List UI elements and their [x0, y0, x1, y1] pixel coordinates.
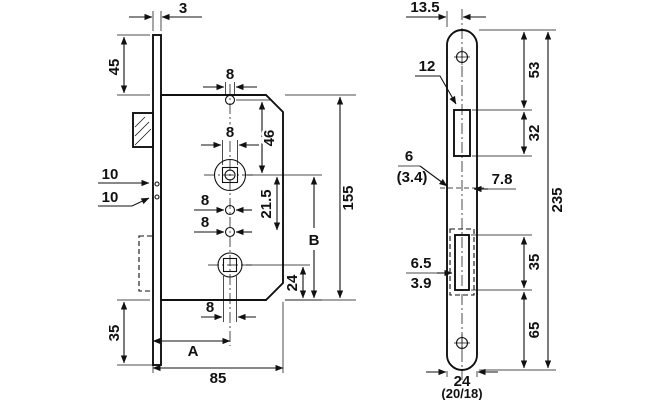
dim-chain-right: 53 32 35 65 — [471, 29, 556, 371]
fixing-hole-mid — [224, 204, 236, 216]
faceplate-hole-upper — [154, 181, 160, 187]
fixing-hole-low — [224, 226, 236, 238]
dim-12: 12 — [415, 58, 457, 105]
dim-label-46: 46 — [261, 130, 278, 147]
dim-label-35-right: 35 — [526, 254, 543, 271]
dim-85: 85 — [152, 302, 284, 387]
dim-10-lower: 10 — [98, 189, 150, 207]
dim-6-5-3-9: 6.5 3.9 — [406, 255, 453, 292]
deadbolt-cutout — [454, 234, 470, 291]
dim-label-85: 85 — [210, 370, 227, 387]
dim-8-top-hole: 8 — [203, 66, 257, 94]
dim-235: 235 — [544, 31, 569, 369]
case-outline-dashed — [449, 228, 475, 296]
dim-faceplate-thickness: 3 — [129, 0, 202, 31]
dim-label-10-upper: 10 — [102, 166, 119, 183]
fixing-hole-top — [224, 94, 236, 106]
dim-45: 45 — [106, 34, 150, 96]
key-square — [222, 257, 238, 273]
dim-label-20-18: (20/18) — [441, 386, 482, 400]
dim-A: A — [152, 337, 231, 360]
dim-8-hole-low: 8 — [194, 214, 252, 236]
latch-hatch — [134, 116, 152, 146]
dim-155: 155 — [285, 94, 360, 301]
dim-8-hole-mid: 8 — [194, 192, 252, 214]
dim-24-left: 24 — [242, 264, 310, 299]
dim-label-B: B — [309, 232, 320, 249]
dim-B: B — [247, 174, 323, 301]
spindle-center — [224, 169, 236, 181]
dim-10-upper: 10 — [98, 166, 150, 187]
dim-label-235: 235 — [549, 187, 566, 212]
dim-24-right: 24 (20/18) — [426, 368, 498, 400]
dim-label-3-4: (3.4) — [397, 169, 428, 186]
dim-label-6: 6 — [405, 148, 413, 165]
latch-bolt — [132, 112, 154, 148]
dim-label-3-9: 3.9 — [411, 275, 432, 292]
dim-label-65: 65 — [526, 322, 543, 339]
dim-label-12: 12 — [419, 58, 436, 75]
dim-label-8-top: 8 — [226, 66, 234, 83]
dim-label-32: 32 — [526, 125, 543, 142]
dim-label-10-lower: 10 — [102, 189, 119, 206]
deadbolt-dashed — [138, 235, 154, 292]
spindle-follower — [213, 158, 247, 192]
dim-8-bottom-square: 8 — [201, 276, 256, 322]
dim-label-53: 53 — [526, 62, 543, 79]
dim-6-3-4: 6 (3.4) — [397, 148, 448, 187]
dim-label-21-5: 21.5 — [258, 189, 275, 218]
dim-46: 46 — [236, 99, 281, 174]
faceplate-front — [446, 29, 478, 371]
dim-35-left: 35 — [106, 299, 153, 366]
dim-label-7-8: 7.8 — [492, 171, 513, 188]
latch-cutout — [453, 109, 471, 157]
dim-label-3: 3 — [179, 0, 187, 17]
faceplate-hole-lower — [154, 194, 160, 200]
dim-label-8-square: 8 — [226, 124, 234, 141]
spindle-square — [221, 166, 239, 184]
dim-13-5: 13.5 — [406, 0, 486, 27]
dim-7-8: 7.8 — [473, 171, 516, 193]
dim-label-8-bottom: 8 — [206, 299, 214, 316]
dim-label-13-5: 13.5 — [410, 0, 439, 16]
dim-label-A: A — [188, 343, 199, 360]
dim-label-6-5: 6.5 — [411, 255, 432, 272]
dim-label-24-left: 24 — [284, 274, 301, 291]
dim-label-45: 45 — [106, 59, 123, 76]
dim-8-follower-square: 8 — [201, 122, 259, 165]
dim-label-8-low: 8 — [201, 214, 209, 231]
dim-label-8-mid: 8 — [201, 192, 209, 209]
dim-label-155: 155 — [340, 185, 357, 210]
dim-label-24-right: 24 — [454, 373, 471, 390]
dim-21-5: 21.5 — [256, 176, 281, 231]
dim-label-35-left: 35 — [106, 325, 123, 342]
